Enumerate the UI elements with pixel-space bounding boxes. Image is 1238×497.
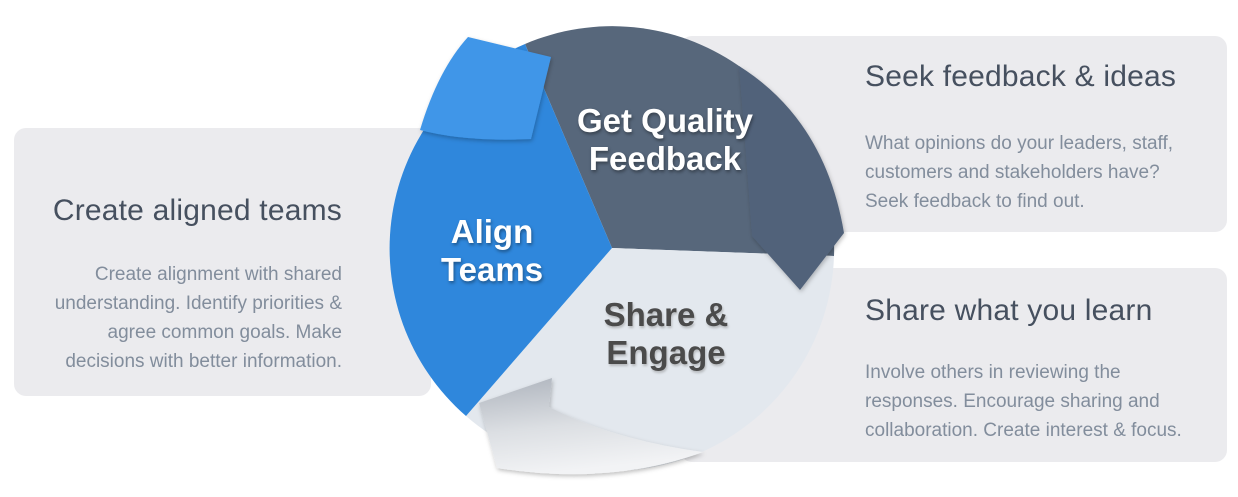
panel-body: Involve others in reviewing the response… <box>865 362 1182 441</box>
segment-label-align-teams: Align Teams <box>440 213 544 288</box>
segment-label-get-quality-feedback: Get Quality Feedback <box>576 102 754 177</box>
segment-label-share-engage: Share & Engage <box>603 296 729 371</box>
panel-body: What opinions do your leaders, staff, cu… <box>865 133 1174 212</box>
gray-cycle-arrow <box>479 378 703 475</box>
wedge-align-teams <box>389 44 612 416</box>
blue-cycle-arrow <box>420 37 551 140</box>
panel-create-aligned-teams: Create aligned teams Create alignment wi… <box>14 128 431 396</box>
panel-body: Create alignment with shared understandi… <box>54 264 342 372</box>
panel-title: Seek feedback & ideas <box>865 60 1177 93</box>
dark-cycle-arrow <box>739 66 844 290</box>
panel-title: Share what you learn <box>865 294 1153 327</box>
panel-title: Create aligned teams <box>52 194 342 227</box>
